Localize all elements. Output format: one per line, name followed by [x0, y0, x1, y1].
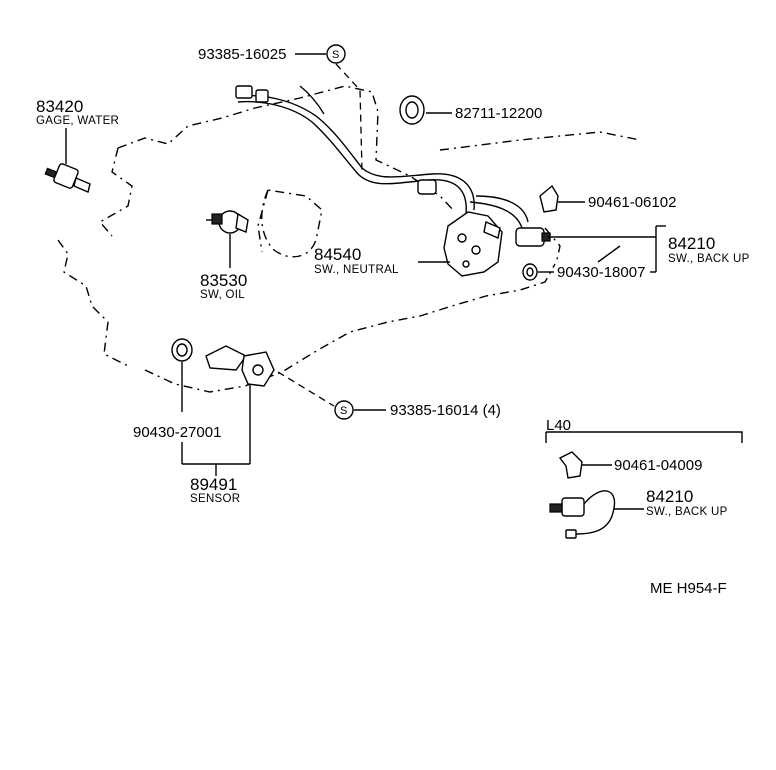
- part-number-82711-12200: 82711-12200: [455, 105, 542, 122]
- backup-switch-icon: [515, 227, 551, 247]
- part-number-89491: 89491: [190, 475, 237, 494]
- part-number-90461-04009: 90461-04009: [614, 457, 702, 474]
- part-number-84210-l40: 84210: [646, 487, 693, 506]
- part-desc-83420: GAGE, WATER: [36, 115, 119, 127]
- symbol-s-icon: [326, 44, 346, 64]
- part-desc-83530: SW, OIL: [200, 289, 245, 301]
- part-desc-84210-top: SW., BACK UP: [668, 253, 750, 265]
- water-gage-sender-icon: [44, 163, 91, 193]
- part-number-84540: 84540: [314, 245, 361, 264]
- part-90430-18007: 90430-18007: [522, 263, 656, 281]
- part-desc-84540: SW., NEUTRAL: [314, 264, 399, 276]
- part-93385-16025: 93385-16025 S: [198, 44, 363, 171]
- bracket-icon-2: [558, 451, 583, 479]
- symbol-s-label-2: S: [340, 405, 347, 417]
- part-84210-top: 84210 SW., BACK UP: [515, 225, 750, 272]
- part-number-84210-top: 84210: [668, 234, 715, 253]
- sensor-icon: [205, 345, 275, 387]
- part-desc-89491: SENSOR: [190, 493, 240, 505]
- wiring-harness: [235, 85, 529, 229]
- part-number-90430-27001: 90430-27001: [133, 424, 221, 441]
- part-number-93385-16025: 93385-16025: [198, 46, 286, 63]
- oil-pressure-switch-icon: [206, 210, 249, 234]
- part-93385-16014: S 93385-16014 (4): [334, 400, 501, 420]
- symbol-s-icon-2: [334, 400, 354, 420]
- part-number-90430-18007: 90430-18007: [557, 264, 645, 281]
- part-82711-12200: 82711-12200: [399, 95, 542, 125]
- part-84210-l40: 84210 SW., BACK UP: [549, 487, 728, 539]
- diagram-code: ME H954-F: [650, 580, 727, 597]
- part-83530: 83530 SW, OIL: [200, 210, 249, 301]
- part-number-90461-06102: 90461-06102: [588, 194, 676, 211]
- part-90430-27001: 90430-27001: [133, 338, 221, 464]
- engine-outline: [57, 85, 641, 393]
- part-number-83420: 83420: [36, 97, 83, 116]
- part-84540: 84540 SW., NEUTRAL: [314, 211, 503, 277]
- part-number-93385-16014: 93385-16014 (4): [390, 402, 501, 419]
- l40-inset: L40 90461-04009 84210 SW., BACK UP: [545, 417, 743, 539]
- part-83420: 83420 GAGE, WATER: [36, 97, 119, 193]
- bracket-icon: [539, 184, 559, 213]
- part-number-83530: 83530: [200, 271, 247, 290]
- l40-label: L40: [546, 417, 571, 434]
- neutral-switch-icon: [443, 211, 503, 277]
- part-desc-84210-l40: SW., BACK UP: [646, 506, 728, 518]
- part-90461-04009: 90461-04009: [558, 451, 702, 479]
- backup-switch-icon-2: [549, 490, 616, 539]
- part-89491: 89491 SENSOR: [182, 345, 335, 505]
- part-90461-06102: 90461-06102: [539, 184, 676, 213]
- symbol-s-label: S: [332, 49, 339, 61]
